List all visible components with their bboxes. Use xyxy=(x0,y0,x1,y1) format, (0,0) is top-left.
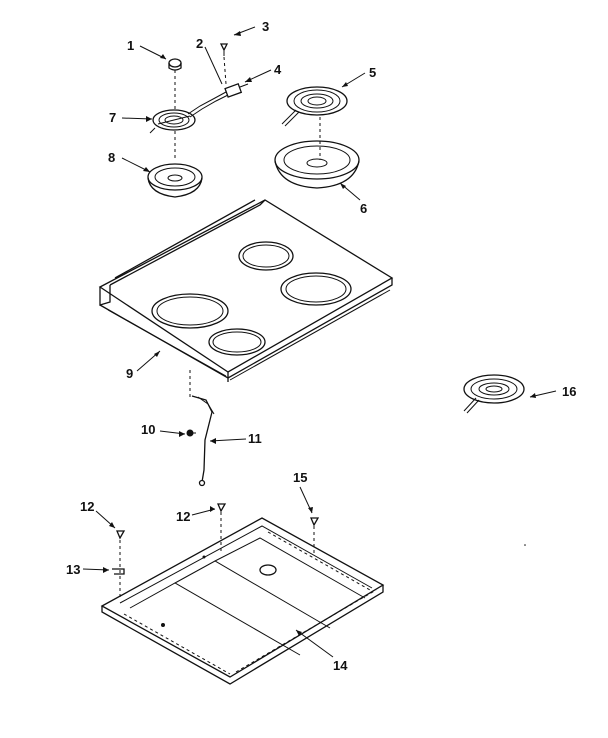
callout-5: 5 xyxy=(369,65,376,80)
callout-7: 7 xyxy=(109,110,116,125)
part-13-clip-icon xyxy=(112,568,125,575)
callout-6: 6 xyxy=(360,201,367,216)
part-1-knob-cap-icon xyxy=(168,58,182,71)
part-3-screw-icon xyxy=(219,43,229,56)
callout-1: 1 xyxy=(127,38,134,53)
callout-12-left: 12 xyxy=(80,499,94,514)
callout-labels: 1 2 3 4 5 6 7 8 9 10 11 12 12 13 14 15 1… xyxy=(66,19,576,673)
callout-14: 14 xyxy=(333,658,348,673)
callout-16: 16 xyxy=(562,384,576,399)
part-12-screw-icon-right xyxy=(217,503,227,552)
part-10-screw-icon xyxy=(186,429,196,437)
part-7-small-surface-element-icon xyxy=(149,109,196,134)
callout-9: 9 xyxy=(126,366,133,381)
part-4-terminal-block-icon xyxy=(223,56,249,98)
part-6-large-drip-bowl-icon xyxy=(274,140,360,189)
part-5-large-surface-element-icon xyxy=(281,86,348,127)
part-16-surface-element-icon xyxy=(463,374,525,414)
callout-15: 15 xyxy=(293,470,307,485)
part-8-small-drip-bowl-icon xyxy=(147,163,203,198)
callout-4: 4 xyxy=(274,62,282,77)
callout-2: 2 xyxy=(196,36,203,51)
callout-10: 10 xyxy=(141,422,155,437)
part-2-wire-lead-icon xyxy=(187,91,229,118)
callout-13: 13 xyxy=(66,562,80,577)
callout-12-right: 12 xyxy=(176,509,190,524)
part-14-bottom-panel-icon xyxy=(100,517,385,685)
callout-8: 8 xyxy=(108,150,115,165)
part-11-support-rod-icon xyxy=(189,370,215,487)
callout-3: 3 xyxy=(262,19,269,34)
part-9-cooktop-maintop-icon xyxy=(98,199,394,382)
callout-11: 11 xyxy=(248,431,262,446)
part-15-screw-icon xyxy=(310,517,320,555)
part-12-screw-icon-left xyxy=(116,530,126,600)
speck xyxy=(524,544,526,546)
leader-lines xyxy=(82,26,557,658)
